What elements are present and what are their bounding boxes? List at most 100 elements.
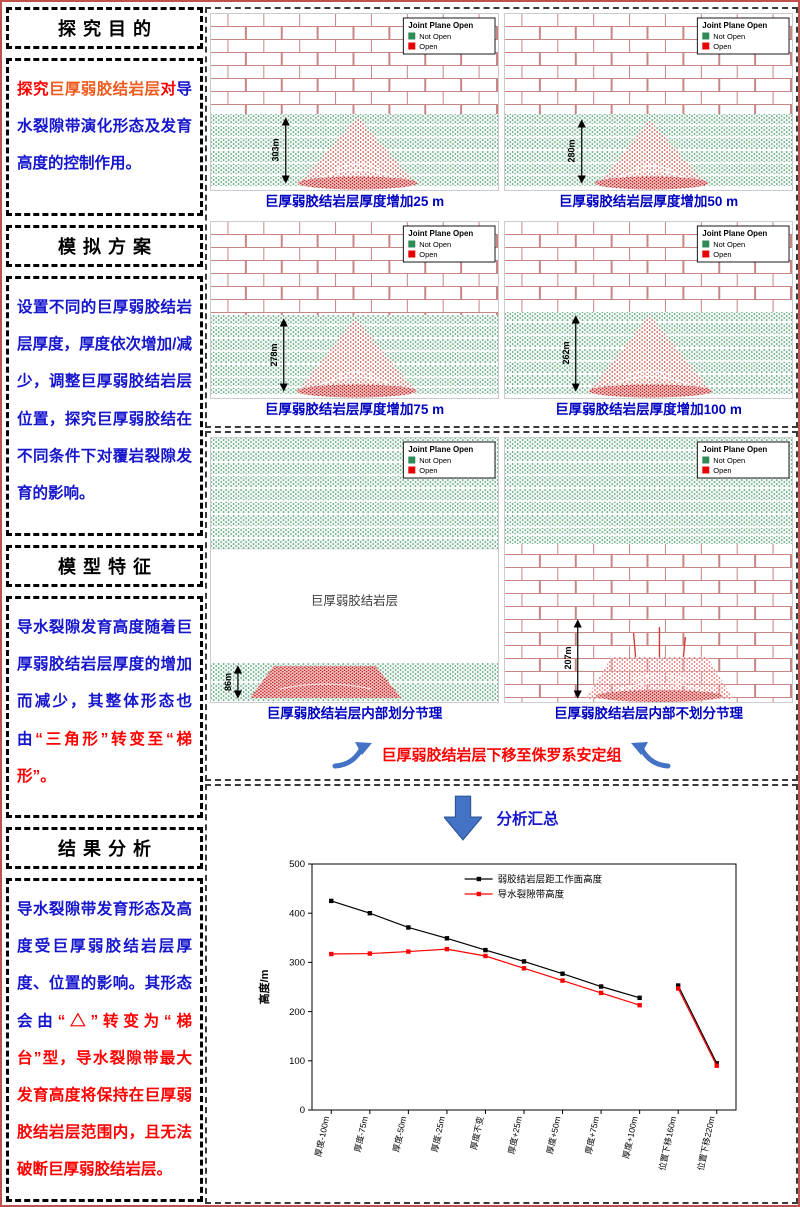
legend-label-not-open: Not Open	[713, 240, 745, 249]
data-point	[328, 898, 333, 904]
joint-plane-legend: Joint Plane Open Not Open Open	[402, 441, 496, 479]
simulation-figure: 262m Joint Plane Open Not Open Open	[504, 221, 793, 399]
data-point	[367, 911, 372, 916]
height-measure: 86m	[223, 665, 243, 699]
y-tick-label: 400	[289, 908, 305, 919]
simulation-figure: 巨厚弱胶结岩层 86m Joint Plane Open Not Open Op…	[210, 437, 499, 703]
text-segment: 巨厚弱胶结岩层	[48, 81, 161, 98]
legend-label-open: Open	[419, 250, 437, 259]
panel-grid-top: 303m Joint Plane Open Not Open Open 巨厚弱胶…	[205, 7, 798, 428]
legend-label-open: Open	[419, 466, 437, 475]
y-tick-label: 200	[289, 1007, 305, 1018]
y-tick-label: 300	[289, 958, 305, 969]
series-2	[328, 946, 719, 1068]
sim-panel-jointed-interior: 巨厚弱胶结岩层 86m Joint Plane Open Not Open Op…	[210, 437, 499, 727]
measure-label: 207m	[563, 646, 573, 669]
series-1	[328, 898, 719, 1066]
x-tick-label: 厚度+100m	[620, 1115, 639, 1159]
height-measure: 207m	[563, 619, 582, 699]
curve-arrow-right-icon	[630, 742, 670, 769]
data-point	[521, 966, 526, 971]
legend-swatch-not-open	[408, 456, 416, 464]
legend-title: Joint Plane Open	[408, 445, 473, 454]
height-measure: 262m	[561, 315, 580, 392]
text-segment: 导水裂隙带演化形态及发育高度的控制作用。	[17, 81, 192, 173]
text-segment: 设置不同的巨厚弱胶结岩层厚度，厚度依次增加/减少，调整巨厚弱胶结岩层位置，探究巨…	[17, 299, 192, 502]
y-axis-label: 高度/m	[257, 969, 271, 1004]
legend-title: Joint Plane Open	[408, 229, 473, 238]
legend-swatch-open	[702, 250, 710, 258]
sidebar-section-body-2: 设置不同的巨厚弱胶结岩层厚度，厚度依次增加/减少，调整巨厚弱胶结岩层位置，探究巨…	[6, 276, 203, 536]
data-point	[559, 971, 565, 976]
sidebar-section-title-1: 探究目的	[6, 7, 203, 49]
height-measure: 278m	[269, 318, 288, 392]
joint-plane-legend: Joint Plane Open Not Open Open	[402, 17, 496, 55]
legend-label-open: Open	[419, 42, 437, 51]
weak-layer-label: 巨厚弱胶结岩层	[311, 593, 398, 608]
simulation-figure: 303m Joint Plane Open Not Open Open	[210, 13, 499, 191]
sidebar: 探究目的探究巨厚弱胶结岩层对导水裂隙带演化形态及发育高度的控制作用。模拟方案设置…	[6, 7, 203, 1202]
x-tick-label: 厚度-50m	[390, 1115, 407, 1153]
summary-row: 分析汇总	[211, 792, 792, 844]
sim-panel-thickness-plus-100m: 262m Joint Plane Open Not Open Open 巨厚弱胶…	[504, 221, 793, 422]
joint-plane-legend: Joint Plane Open Not Open Open	[696, 225, 790, 263]
sim-panel-thickness-plus-25m: 303m Joint Plane Open Not Open Open 巨厚弱胶…	[210, 13, 499, 214]
data-point	[675, 986, 680, 991]
y-tick-label: 500	[289, 859, 305, 870]
legend-label-open: Open	[713, 42, 731, 51]
joint-plane-legend: Joint Plane Open Not Open Open	[696, 441, 790, 479]
data-point	[714, 1061, 719, 1066]
data-point	[636, 995, 642, 1001]
legend-entry: 弱胶结岩层距工作面高度	[497, 874, 602, 886]
legend-label-not-open: Not Open	[713, 32, 745, 41]
x-tick-label: 厚度不变	[468, 1115, 485, 1151]
legend-swatch-open	[408, 42, 416, 50]
simulation-figure: 280m Joint Plane Open Not Open Open	[504, 13, 793, 191]
measure-label: 303m	[271, 138, 281, 161]
sim-panel-thickness-plus-75m: 278m Joint Plane Open Not Open Open 巨厚弱胶…	[210, 221, 499, 422]
x-tick-label: 厚度+75m	[583, 1115, 601, 1155]
panel-caption: 巨厚弱胶结岩层内部不划分节理	[554, 706, 743, 721]
panel-caption: 巨厚弱胶结岩层厚度增加100 m	[555, 402, 742, 417]
legend-label-not-open: Not Open	[419, 32, 451, 41]
legend-swatch-open	[702, 466, 710, 474]
data-point	[444, 936, 449, 941]
data-point	[598, 984, 603, 989]
data-point	[482, 953, 488, 959]
measure-label: 262m	[561, 341, 571, 364]
legend-swatch-not-open	[702, 32, 710, 40]
curve-arrow-left-icon	[332, 742, 373, 769]
panel-caption: 巨厚弱胶结岩层厚度增加25 m	[264, 194, 445, 209]
panel-caption: 巨厚弱胶结岩层厚度增加50 m	[558, 194, 739, 209]
joint-plane-legend: Joint Plane Open Not Open Open	[402, 225, 496, 263]
panel-caption: 巨厚弱胶结岩层内部划分节理	[266, 706, 443, 721]
data-point	[482, 947, 488, 953]
sidebar-section-title-4: 结果分析	[6, 827, 203, 869]
panel-grid-middle: 巨厚弱胶结岩层 86m Joint Plane Open Not Open Op…	[205, 431, 798, 781]
text-segment: “△”转变为“梯台”型，导水裂隙带最大发育高度将保持在巨厚弱胶结岩层范围内，且无…	[17, 1012, 192, 1179]
legend-entry: 导水裂隙带高度	[497, 889, 564, 901]
mid-note-text: 巨厚弱胶结岩层下移至侏罗系安定组	[381, 746, 622, 764]
data-point	[367, 951, 372, 956]
data-point	[405, 925, 411, 930]
sidebar-section-body-1: 探究巨厚弱胶结岩层对导水裂隙带演化形态及发育高度的控制作用。	[6, 58, 203, 216]
text-segment: 对	[160, 81, 177, 98]
legend-title: Joint Plane Open	[702, 229, 767, 238]
text-segment: 导水裂隙发育高度随着巨厚弱胶结岩层厚度的增加而减少，其整体形态也由	[17, 619, 192, 748]
down-arrow-icon	[444, 795, 483, 841]
y-tick-label: 0	[299, 1105, 304, 1116]
text-segment: 导水裂隙带发育形态及高度受巨厚弱胶结岩层厚度、位置的影响。其形态会由	[17, 901, 192, 1030]
height-measure: 303m	[271, 117, 290, 184]
sim-panel-unjointed-interior: 207m Joint Plane Open Not Open Open 巨厚弱胶…	[504, 437, 793, 727]
sidebar-section-body-3: 导水裂隙发育高度随着巨厚弱胶结岩层厚度的增加而减少，其整体形态也由“三角形”转变…	[6, 596, 203, 818]
joint-plane-legend: Joint Plane Open Not Open Open	[696, 17, 790, 55]
x-tick-label: 厚度-25m	[429, 1115, 446, 1153]
legend-swatch-not-open	[702, 240, 710, 248]
legend-swatch-not-open	[702, 456, 710, 464]
